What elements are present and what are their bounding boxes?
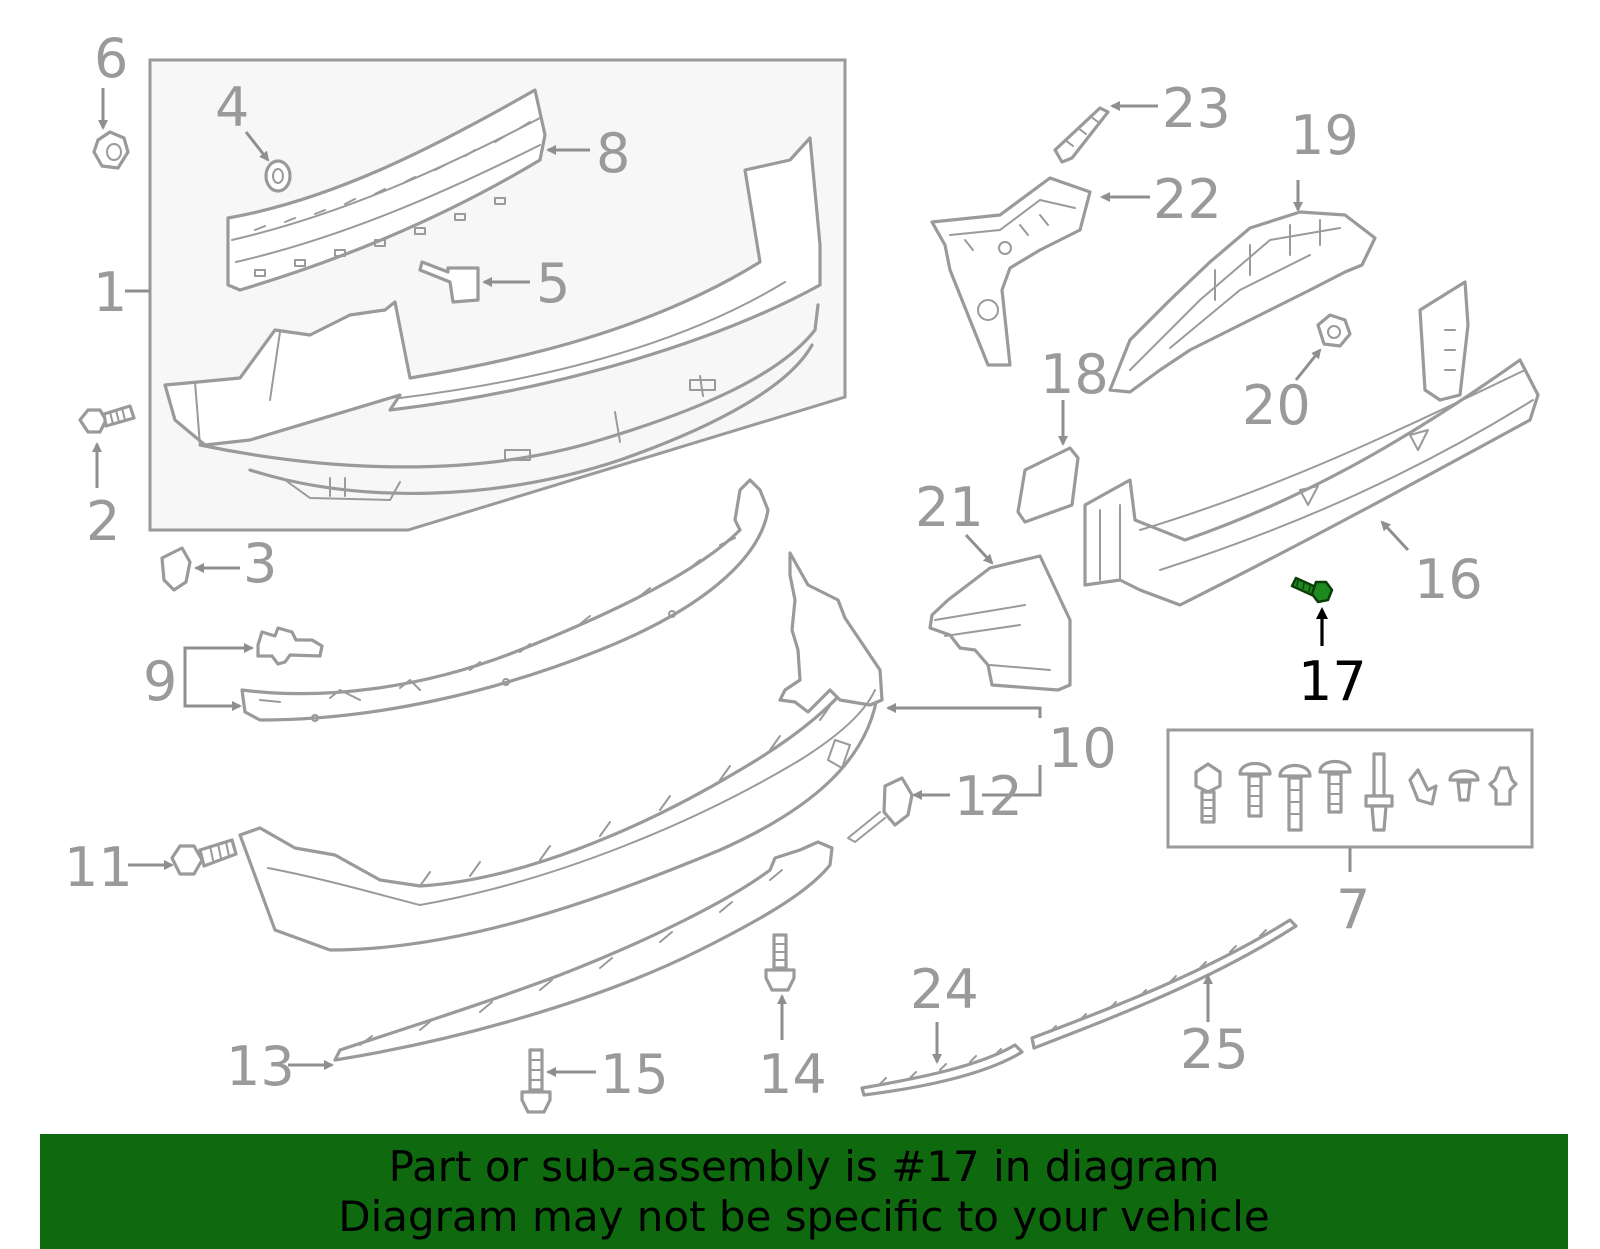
callout-4: 4 <box>215 76 249 139</box>
callout-13: 13 <box>226 1035 295 1098</box>
callout-10: 10 <box>1048 717 1117 780</box>
part-4-clip <box>264 159 292 193</box>
part-11-bolt <box>170 838 238 876</box>
part-5-bracket <box>418 260 480 304</box>
callout-21: 21 <box>915 476 984 539</box>
callout-8: 8 <box>596 122 630 185</box>
part-20-nut <box>1316 313 1352 348</box>
part-24-molding <box>860 1043 1024 1097</box>
callout-labels: 1 2 3 4 5 6 7 8 9 10 11 12 13 14 15 16 1… <box>64 27 1483 1106</box>
callout-23: 23 <box>1162 77 1231 140</box>
callout-9: 9 <box>143 650 177 713</box>
part-19-bracket <box>1108 210 1377 394</box>
part-16-reinforcement-beam <box>1083 280 1540 607</box>
part-25-molding <box>1030 918 1298 1050</box>
callout-20: 20 <box>1242 374 1311 437</box>
callout-14: 14 <box>758 1043 827 1106</box>
part-10-lower-bumper-cover <box>238 551 884 952</box>
part-9-trim-strip <box>240 478 770 722</box>
callout-16: 16 <box>1414 548 1483 611</box>
callout-2: 2 <box>86 490 120 553</box>
callout-19: 19 <box>1290 104 1359 167</box>
callout-1: 1 <box>93 261 127 324</box>
part-23-bracket <box>1053 106 1110 164</box>
part-3-clip <box>160 546 192 592</box>
banner-line-1: Part or sub-assembly is #17 in diagram <box>388 1142 1220 1191</box>
callout-22: 22 <box>1153 168 1222 231</box>
part-7-hardware-kit <box>1166 728 1534 849</box>
part-1-bumper-cover <box>163 136 822 501</box>
callout-12: 12 <box>954 765 1023 828</box>
callout-3: 3 <box>243 532 277 595</box>
part-15-bolt <box>520 1048 552 1114</box>
callout-7: 7 <box>1336 878 1370 941</box>
part-2-bolt <box>78 404 136 434</box>
part-6-nut <box>92 130 130 170</box>
info-banner: Part or sub-assembly is #17 in diagram D… <box>40 1134 1568 1249</box>
callout-11: 11 <box>64 836 133 899</box>
part-13-diffuser <box>333 840 834 1062</box>
callout-15: 15 <box>600 1043 669 1106</box>
part-18-cover <box>1016 446 1080 524</box>
part-21-absorber <box>928 554 1072 692</box>
callout-6: 6 <box>94 27 128 90</box>
part-12-cap <box>847 776 914 843</box>
part-22-side-bracket <box>930 176 1092 367</box>
part-8-upper-bracket <box>226 88 547 292</box>
callout-18: 18 <box>1040 343 1109 406</box>
leader-lines <box>92 88 1410 1077</box>
callout-17-highlighted: 17 <box>1298 650 1367 713</box>
part-14-bolt <box>764 933 796 992</box>
part-17-bolt-highlighted <box>1290 576 1334 604</box>
callout-24: 24 <box>910 958 979 1021</box>
callout-5: 5 <box>536 252 570 315</box>
callout-25: 25 <box>1180 1018 1249 1081</box>
banner-line-2: Diagram may not be specific to your vehi… <box>338 1192 1270 1241</box>
